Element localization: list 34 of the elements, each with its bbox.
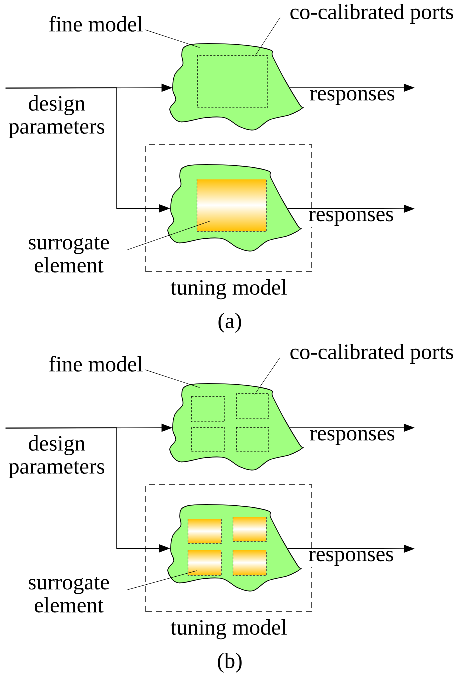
callout-text: surrogate element — [28, 237, 110, 273]
model-blob — [170, 43, 304, 131]
surrogate-box — [196, 178, 267, 232]
box-label: tuning model — [170, 620, 287, 640]
box-label: tuning model — [170, 280, 287, 300]
callout-text: surrogate element — [28, 577, 110, 613]
port-box — [197, 55, 268, 108]
leader-line — [127, 570, 198, 590]
port-box — [236, 393, 270, 420]
callout-text: co-calibrated ports — [290, 4, 454, 24]
panel-caption: (a) — [218, 313, 242, 333]
edge-label: responses — [308, 550, 396, 568]
leader-line — [254, 356, 281, 395]
port-box — [236, 427, 270, 452]
callout-text: fine model — [49, 16, 143, 32]
callout-text: co-calibrated ports — [290, 344, 454, 364]
callout-text: fine model — [49, 356, 143, 372]
edge-label: responses — [308, 429, 396, 446]
panel-caption: (b) — [218, 653, 242, 673]
leader-line — [254, 16, 281, 57]
surrogate-box — [188, 550, 222, 576]
edge-label: responses — [308, 210, 396, 228]
edge-label: responses — [308, 89, 396, 106]
surrogate-box — [188, 518, 222, 544]
leader-line — [145, 370, 200, 388]
leader-line — [145, 30, 200, 48]
model-blob — [170, 383, 304, 471]
port-box — [191, 396, 226, 422]
callout-text: design parameters — [9, 436, 104, 478]
leader-line — [127, 221, 210, 250]
surrogate-box — [232, 516, 267, 542]
surrogate-box — [232, 550, 267, 576]
callout-text: design parameters — [9, 96, 104, 138]
port-box — [191, 427, 226, 452]
